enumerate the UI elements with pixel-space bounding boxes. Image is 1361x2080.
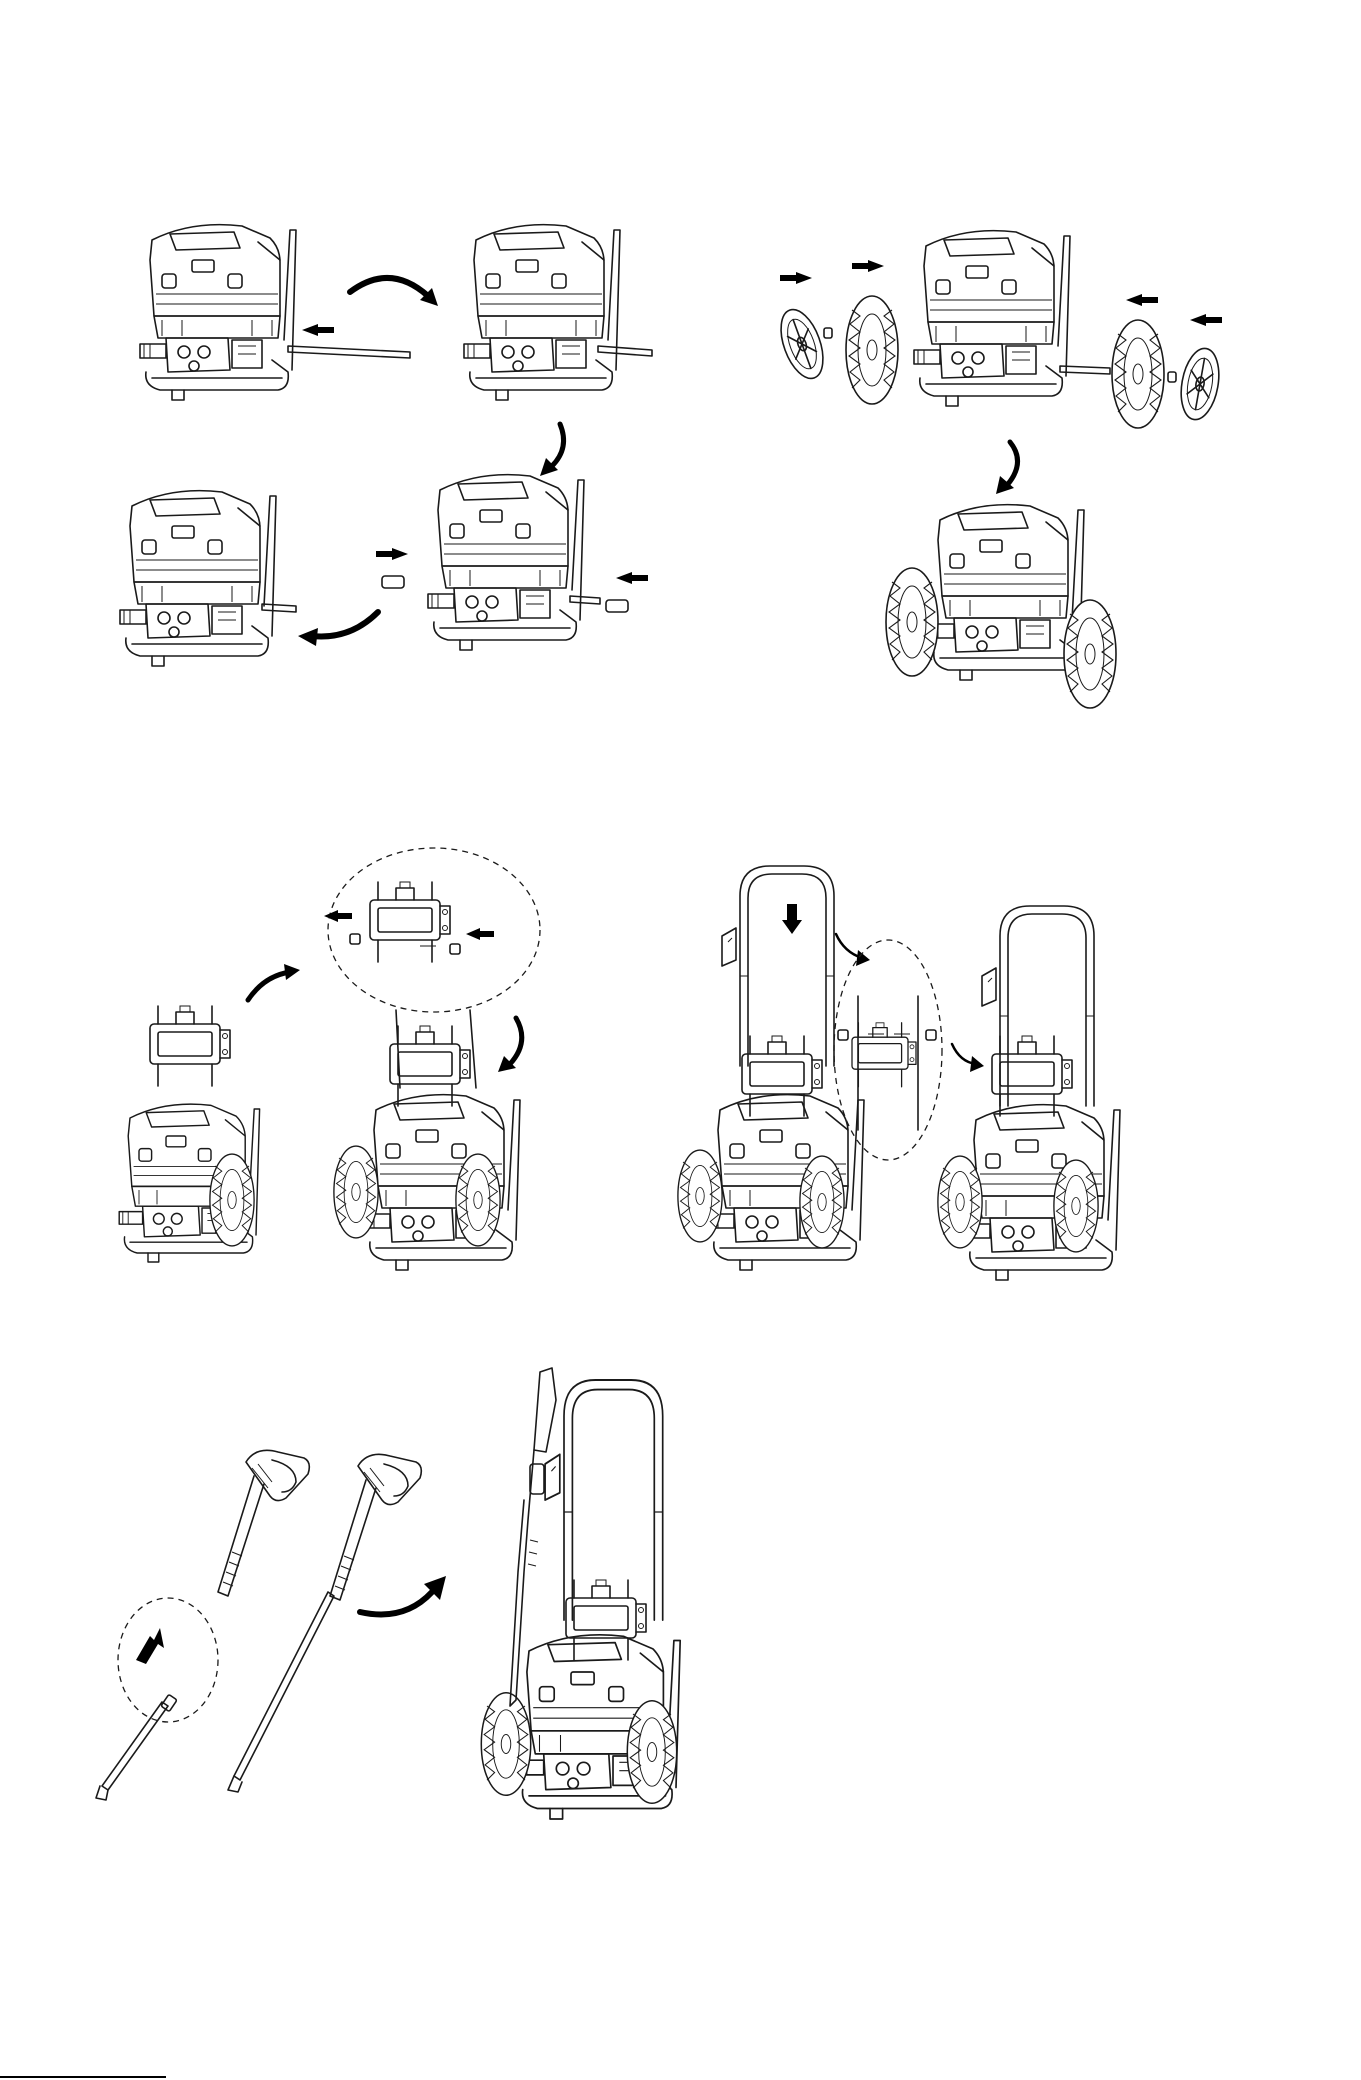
- handle-step-2-wheel-right: [1054, 1160, 1098, 1252]
- detail-arrow-left: [466, 928, 494, 940]
- final-panel: [566, 1580, 646, 1660]
- lance-assembled: [228, 1592, 334, 1792]
- nut-right: [1168, 372, 1176, 382]
- wheel-step-1-body: [914, 231, 1070, 406]
- panel-step-2-panel: [390, 1026, 470, 1106]
- axle-assembled: [262, 604, 296, 612]
- axle-stub: [1060, 366, 1110, 374]
- axle-step-1-body: [140, 225, 296, 400]
- mounted-wheel-right: [1064, 600, 1116, 708]
- spray-gun-1: [218, 1450, 309, 1596]
- down-arrow-1: [552, 424, 564, 466]
- spacer-arrow-left: [616, 572, 648, 584]
- figure-axle-insertion: [120, 225, 652, 666]
- curved-arrow-2-head: [298, 628, 318, 646]
- handle-step-1-wheel-right: [800, 1156, 844, 1248]
- panel-loose: [150, 1006, 230, 1086]
- wheel-left: [846, 296, 898, 404]
- axle-rod: [288, 346, 410, 358]
- axle-step-3-body: [428, 475, 584, 650]
- figure-spray-gun-assembly: [96, 1368, 680, 1819]
- panel-step-2-wheel-left: [334, 1146, 378, 1238]
- panel-curved-arrow-head: [284, 964, 300, 980]
- lance-separate: [96, 1694, 177, 1800]
- detail-arrow-right: [324, 910, 352, 922]
- spray-gun-2: [330, 1454, 421, 1600]
- handle-step-2-handle: [982, 906, 1094, 1106]
- final-spray-gun: [510, 1368, 556, 1706]
- final-wheel-right: [627, 1701, 676, 1804]
- curved-arrow-2: [312, 612, 378, 637]
- gun-curved-arrow: [360, 1592, 432, 1615]
- curved-arrow-1: [350, 278, 428, 296]
- handle-step-2-wheel-left: [938, 1156, 982, 1248]
- panel-step-2-wheel-right: [456, 1154, 500, 1246]
- wheel-arrow-left: [852, 260, 884, 272]
- down-arrow-2: [1008, 442, 1018, 484]
- axle-rod-inserted: [598, 346, 652, 356]
- figure-control-panel-mounting: [119, 848, 540, 1270]
- gun-insert-arrow: [136, 1628, 164, 1664]
- nut-left: [824, 328, 832, 338]
- handle-detail-callout: [834, 940, 942, 1160]
- hubcap-arrow-right: [1190, 314, 1222, 326]
- axle-spacer-left: [382, 576, 404, 588]
- handle-down-arrow: [782, 904, 802, 934]
- hubcap-right: [1176, 345, 1224, 422]
- wheel-right: [1112, 320, 1164, 428]
- panel-curved-arrow: [248, 972, 290, 1000]
- hubcap-arrow-left: [780, 272, 812, 284]
- figure-wheel-mounting: [773, 231, 1224, 708]
- axle-step-2-body: [464, 225, 620, 400]
- panel-down-arrow: [510, 1018, 522, 1064]
- insert-arrow-left: [302, 324, 334, 336]
- final-handle: [545, 1380, 663, 1620]
- handle-result-arrow-head: [970, 1056, 984, 1072]
- footer-rule: [0, 2076, 166, 2078]
- handle-step-1-wheel-left: [678, 1150, 722, 1242]
- final-wheel-left: [481, 1693, 530, 1796]
- handle-step-2-panel: [992, 1036, 1072, 1116]
- gun-detail-callout: [118, 1598, 218, 1722]
- panel-detail-callout: [324, 848, 540, 1012]
- axle-step-4-body: [120, 491, 276, 666]
- axle-spacer-right: [570, 596, 628, 612]
- hubcap-left: [773, 304, 831, 384]
- spacer-arrow-right: [376, 548, 408, 560]
- figure-handle-mounting: [678, 866, 1120, 1280]
- wheel-arrow-right: [1126, 294, 1158, 306]
- panel-step-1-wheel: [210, 1154, 254, 1246]
- mounted-wheel-left: [886, 568, 938, 676]
- wheel-step-2-body: [928, 505, 1084, 680]
